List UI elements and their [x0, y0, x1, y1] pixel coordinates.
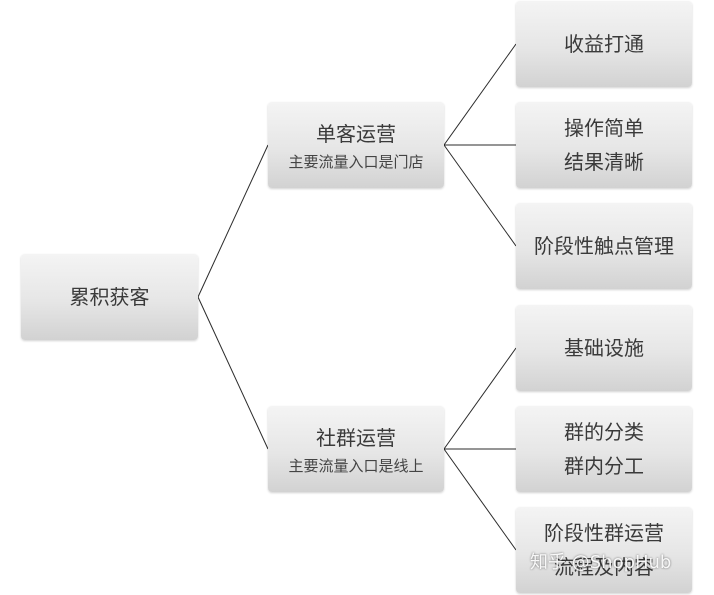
- leaf-node-group-classification[interactable]: 群的分类 群内分工: [516, 406, 692, 492]
- root-node[interactable]: 累积获客: [21, 254, 198, 340]
- connector-branch-2-leaf-3: [443, 448, 517, 551]
- leaf-node-simple-operation[interactable]: 操作简单 结果清晰: [516, 102, 692, 188]
- leaf-node-label: 流程及内容: [554, 555, 654, 579]
- connector-branch-1-leaf-1: [443, 43, 517, 146]
- leaf-node-touchpoint-management[interactable]: 阶段性触点管理: [516, 203, 692, 289]
- leaf-node-group-operation-flow[interactable]: 阶段性群运营 流程及内容: [516, 507, 692, 593]
- watermark: 知乎 @ShopHub: [530, 552, 672, 573]
- branch-node-title: 单客运营: [316, 122, 396, 146]
- leaf-node-label: 群的分类: [564, 420, 644, 444]
- leaf-node-revenue[interactable]: 收益打通: [516, 1, 692, 87]
- leaf-node-label: 基础设施: [564, 336, 644, 360]
- leaf-node-label: 群内分工: [564, 454, 644, 478]
- branch-node-title: 社群运营: [316, 426, 396, 450]
- leaf-node-label: 阶段性触点管理: [534, 234, 674, 258]
- leaf-node-label: 阶段性群运营: [544, 521, 664, 545]
- connector-root-branch-1: [197, 144, 269, 298]
- leaf-node-label: 操作简单: [564, 116, 644, 140]
- root-node-label: 累积获客: [69, 285, 150, 309]
- connector-branch-1-leaf-3: [443, 144, 517, 247]
- connector-root-branch-2: [197, 296, 269, 450]
- branch-node-single-customer[interactable]: 单客运营 主要流量入口是门店: [268, 102, 444, 188]
- connector-branch-2-leaf-1: [443, 347, 517, 450]
- branch-node-subtitle: 主要流量入口是门店: [288, 153, 424, 171]
- leaf-node-infrastructure[interactable]: 基础设施: [516, 305, 692, 391]
- branch-node-subtitle: 主要流量入口是线上: [288, 457, 424, 475]
- leaf-node-label: 结果清晰: [564, 150, 644, 174]
- branch-node-community[interactable]: 社群运营 主要流量入口是线上: [268, 406, 444, 492]
- leaf-node-label: 收益打通: [564, 32, 644, 56]
